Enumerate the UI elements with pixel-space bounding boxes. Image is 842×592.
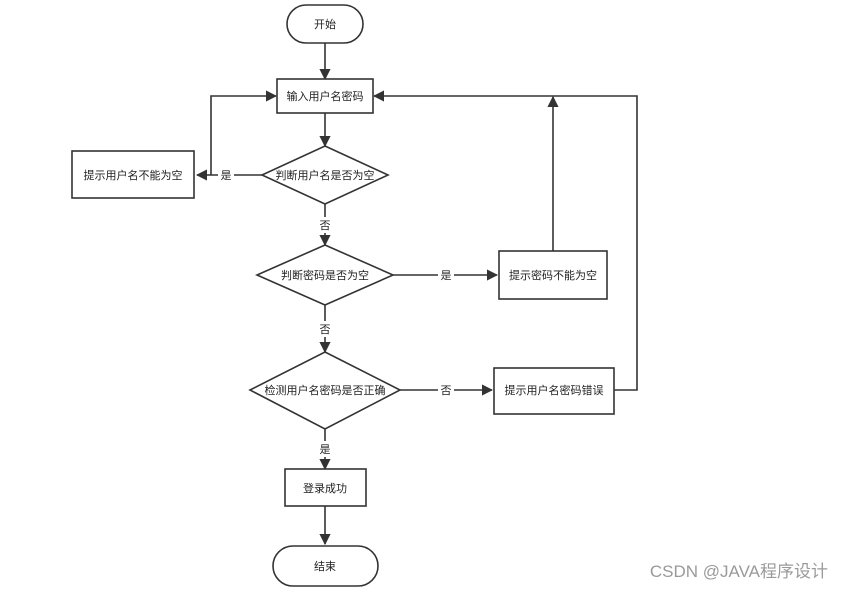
wrong-credentials-process	[493, 367, 615, 415]
edge-username-msg-to-input	[210, 90, 278, 175]
end-terminal	[272, 545, 379, 587]
verify-decision	[248, 351, 402, 430]
success-label: 登录成功	[303, 481, 347, 495]
start-label: 开始	[314, 17, 336, 31]
input-label: 输入用户名密码	[287, 89, 364, 103]
wrong-credentials-label: 提示用户名密码错误	[505, 383, 604, 397]
edge-label-username-no: 否	[320, 219, 331, 232]
start-terminal	[286, 4, 364, 44]
check-password-label: 判断密码是否为空	[281, 268, 369, 282]
input-process	[276, 78, 374, 114]
edge-label-password-no: 否	[320, 323, 331, 336]
password-empty-process	[498, 250, 608, 300]
check-username-label: 判断用户名是否为空	[276, 168, 375, 182]
edge-label-verify-yes: 是	[320, 443, 331, 456]
edge-label-password-yes: 是	[441, 269, 452, 282]
edge-label-username-yes: 是	[221, 169, 232, 182]
end-label: 结束	[314, 560, 336, 573]
success-process	[284, 468, 367, 507]
edge-label-verify-no: 否	[441, 384, 452, 397]
check-username-decision	[260, 145, 390, 205]
check-password-decision	[255, 244, 395, 306]
edge-wrong-msg-to-input	[372, 90, 638, 391]
verify-label: 检测用户名密码是否正确	[265, 383, 386, 397]
password-empty-label: 提示密码不能为空	[509, 268, 597, 282]
watermark: CSDN @JAVA程序设计	[649, 562, 828, 581]
username-empty-process	[71, 150, 195, 199]
username-empty-label: 提示用户名不能为空	[84, 168, 183, 182]
